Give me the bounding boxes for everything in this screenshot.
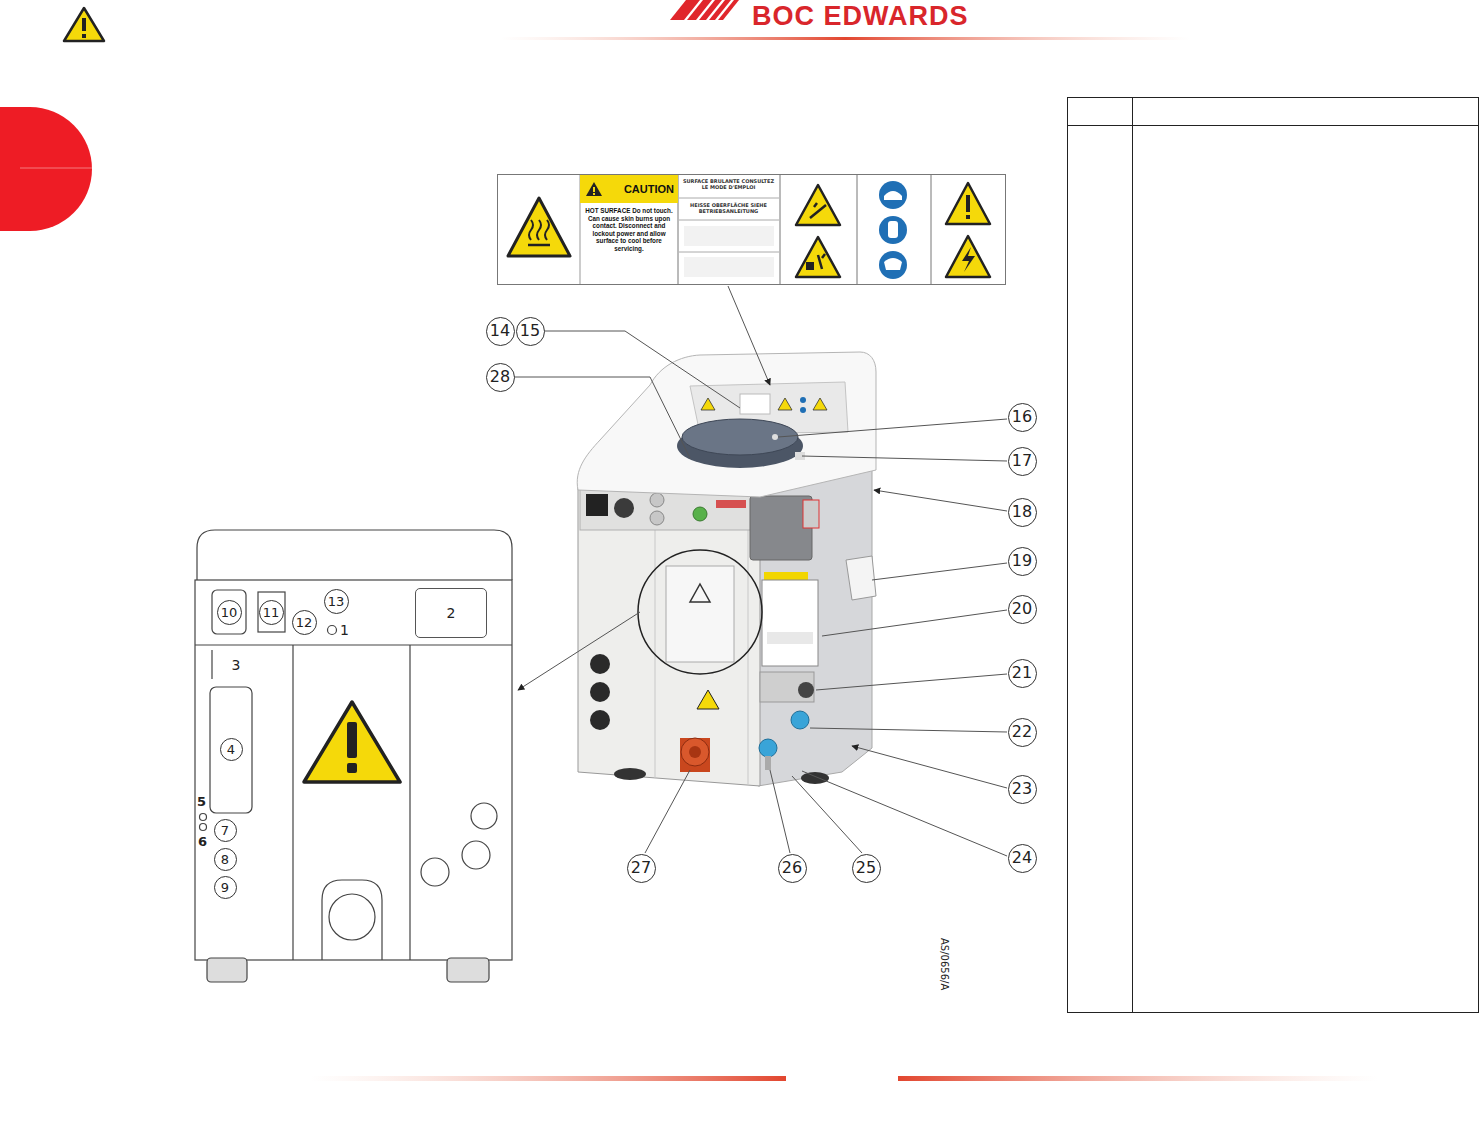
callout-text: 10 bbox=[221, 606, 238, 619]
callout-number: 4 bbox=[220, 738, 243, 761]
inset-rear-view bbox=[195, 530, 512, 982]
callout-number: 23 bbox=[1008, 775, 1037, 804]
footer-rule bbox=[310, 1076, 786, 1081]
section-tab bbox=[0, 107, 92, 231]
callout-number: 28 bbox=[486, 363, 515, 392]
tab-line bbox=[20, 168, 92, 169]
part-number: 5 bbox=[197, 794, 206, 809]
part-number: 2 bbox=[447, 605, 456, 621]
callout-number: 18 bbox=[1008, 498, 1037, 527]
callout-number: 14 bbox=[486, 317, 515, 346]
warning-icon bbox=[64, 8, 104, 41]
callout-text: 22 bbox=[1012, 724, 1032, 740]
callout-number: 20 bbox=[1008, 595, 1037, 624]
logo-text: BOC EDWARDS bbox=[752, 1, 969, 32]
callout-text: 27 bbox=[631, 860, 651, 876]
part-box: 2 bbox=[415, 588, 487, 638]
callout-number: 22 bbox=[1008, 718, 1037, 747]
callout-text: 4 bbox=[227, 743, 235, 756]
callout-number: 16 bbox=[1008, 403, 1037, 432]
callout-text: 12 bbox=[296, 616, 313, 629]
part-number: 6 bbox=[198, 834, 207, 849]
part-number: 1 bbox=[340, 622, 349, 638]
part-number: 3 bbox=[232, 657, 241, 673]
callout-number: 25 bbox=[852, 854, 881, 883]
callout-text: 18 bbox=[1012, 504, 1032, 520]
callout-text: 16 bbox=[1012, 409, 1032, 425]
callout-text: 15 bbox=[520, 323, 540, 339]
callout-text: 25 bbox=[856, 860, 876, 876]
callout-text: 20 bbox=[1012, 601, 1032, 617]
part-box: 3 bbox=[216, 648, 256, 682]
leader-lines bbox=[514, 286, 1007, 856]
callout-text: 17 bbox=[1012, 453, 1032, 469]
callout-text: 7 bbox=[221, 824, 229, 837]
callout-number: 19 bbox=[1008, 547, 1037, 576]
callout-number: 21 bbox=[1008, 659, 1037, 688]
callout-text: 11 bbox=[263, 606, 280, 619]
caution-sign: CAUTION HOT SURFACE Do not touch. Can cau… bbox=[580, 175, 678, 284]
callout-text: 9 bbox=[221, 881, 229, 894]
callout-number: 27 bbox=[627, 854, 656, 883]
callout-number: 9 bbox=[214, 876, 237, 899]
callout-number: 13 bbox=[324, 589, 349, 614]
callout-text: 26 bbox=[782, 860, 802, 876]
sign-body-text: HOT SURFACE Do not touch. Can cause skin… bbox=[580, 203, 678, 253]
sign-translation: SURFACE BRULANTE CONSULTEZ LE MODE D'EMP… bbox=[681, 178, 776, 190]
callout-text: 8 bbox=[221, 853, 229, 866]
callout-number: 17 bbox=[1008, 447, 1037, 476]
callout-text: 23 bbox=[1012, 781, 1032, 797]
callout-text: 14 bbox=[490, 323, 510, 339]
caution-triangle bbox=[585, 181, 603, 197]
callout-text: 13 bbox=[328, 595, 345, 608]
callout-text: 21 bbox=[1012, 665, 1032, 681]
warning-label-strip bbox=[498, 175, 1006, 285]
sign-translation: HEISSE OBERFLÄCHE SIEHE BETRIEBSANLEITUN… bbox=[681, 202, 776, 214]
callout-number: 24 bbox=[1008, 844, 1037, 873]
footer-rule bbox=[898, 1076, 1378, 1081]
callout-number: 12 bbox=[292, 610, 317, 635]
callout-number: 15 bbox=[516, 317, 545, 346]
callout-text: 28 bbox=[490, 369, 510, 385]
callout-number: 10 bbox=[217, 600, 242, 625]
key-table bbox=[1067, 97, 1479, 1013]
callout-number: 8 bbox=[214, 848, 237, 871]
callout-text: 19 bbox=[1012, 553, 1032, 569]
sign-heading: CAUTION bbox=[580, 175, 678, 203]
header-rule bbox=[500, 37, 1190, 40]
drawing-number: AS/0656/A bbox=[939, 938, 950, 990]
callout-number: 11 bbox=[259, 600, 284, 625]
sign-heading-text: CAUTION bbox=[624, 183, 674, 195]
callout-number: 7 bbox=[214, 819, 237, 842]
callout-number: 26 bbox=[778, 854, 807, 883]
logo-stripes bbox=[670, 0, 739, 20]
callout-text: 24 bbox=[1012, 850, 1032, 866]
